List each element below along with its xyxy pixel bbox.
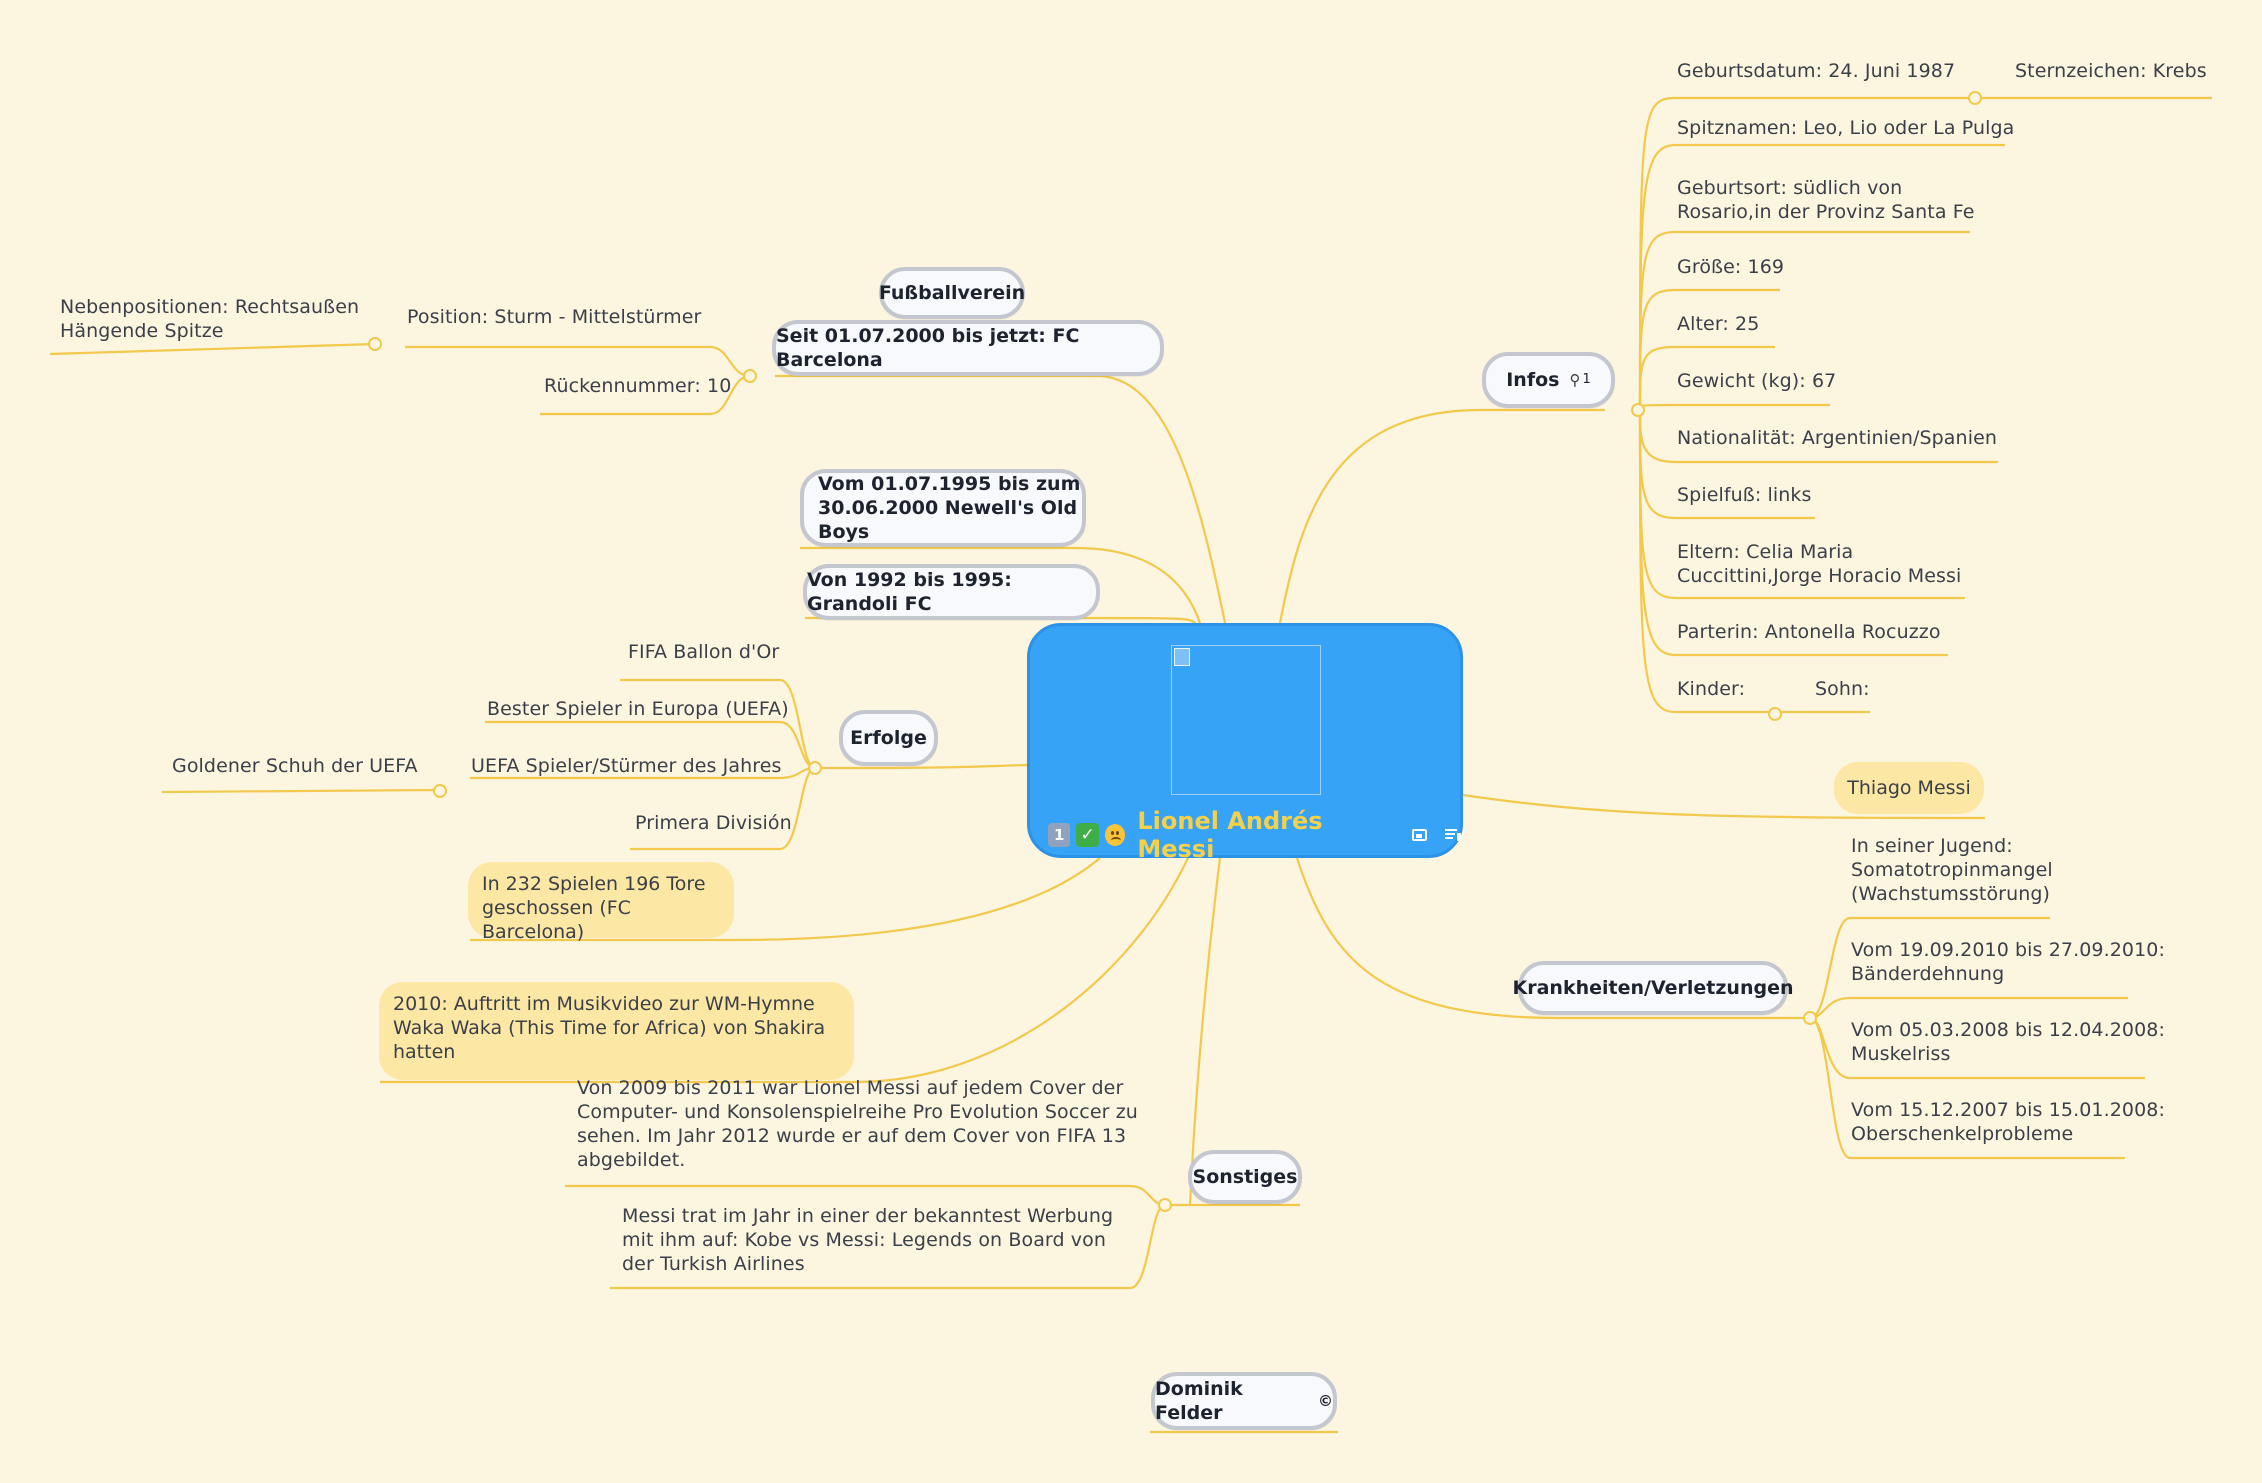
topic-goals[interactable]: In 232 Spielen 196 Tore geschossen (FC B… — [468, 862, 734, 943]
image-icon[interactable] — [1411, 829, 1428, 841]
club-position[interactable]: Position: Sturm - Mittelstürmer — [407, 306, 702, 328]
topic-grandoli[interactable]: Von 1992 bis 1995: Grandoli FC — [803, 564, 1100, 620]
topic-infos-label: Infos — [1506, 369, 1560, 391]
author-name: Dominik Felder — [1155, 1378, 1243, 1424]
info-son[interactable]: Sohn: — [1815, 678, 1870, 700]
info-height[interactable]: Größe: 169 — [1677, 256, 1785, 278]
misc-turkish-airlines[interactable]: Messi trat im Jahr in einer der bekannte… — [622, 1205, 1114, 1275]
topic-barcelona[interactable]: Seit 01.07.2000 bis jetzt: FC Barcelona — [772, 320, 1164, 376]
info-parents[interactable]: Eltern: Celia Maria Cuccittini,Jorge Hor… — [1677, 541, 1962, 587]
link-count: 1 — [1582, 372, 1591, 387]
sad-face-icon — [1104, 824, 1126, 846]
topic-misc[interactable]: Sonstiges — [1188, 1150, 1302, 1204]
topic-newells[interactable]: Vom 01.07.1995 bis zum 30.06.2000 Newell… — [800, 469, 1086, 547]
author-topic[interactable]: Dominik Felder © — [1151, 1372, 1337, 1430]
root-topic[interactable]: 1 ✓ Lionel Andrés Messi — [1027, 623, 1463, 863]
info-birthdate[interactable]: Geburtsdatum: 24. Juni 1987 — [1677, 60, 1956, 82]
topic-infos[interactable]: Infos ⚲ 1 — [1482, 352, 1615, 408]
info-nationality[interactable]: Nationalität: Argentinien/Spanien — [1677, 427, 1998, 449]
root-image-placeholder — [1171, 645, 1321, 795]
copyright-icon: © — [1318, 1392, 1333, 1410]
info-partner[interactable]: Parterin: Antonella Rocuzzo — [1677, 621, 1941, 643]
topic-club[interactable]: Fußballverein — [879, 267, 1025, 319]
broken-image-icon — [1174, 648, 1190, 666]
injury-2007[interactable]: Vom 15.12.2007 bis 15.01.2008: Oberschen… — [1851, 1099, 2165, 1145]
injury-youth[interactable]: In seiner Jugend: Somatotropinmangel (Wa… — [1851, 835, 2053, 905]
success-best-player-europe[interactable]: Bester Spieler in Europa (UEFA) — [487, 698, 789, 720]
success-golden-shoe[interactable]: Goldener Schuh der UEFA — [172, 755, 418, 777]
link-icon[interactable]: ⚲ — [1569, 371, 1581, 389]
success-uefa-player[interactable]: UEFA Spieler/Stürmer des Jahres — [471, 755, 782, 777]
info-birthplace[interactable]: Geburtsort: südlich von Rosario,in der P… — [1677, 177, 1975, 223]
check-icon: ✓ — [1076, 823, 1099, 847]
priority-1-icon: 1 — [1048, 823, 1071, 847]
info-children[interactable]: Kinder: — [1677, 678, 1746, 700]
notes-icon[interactable] — [1445, 828, 1462, 842]
info-zodiac[interactable]: Sternzeichen: Krebs — [2015, 60, 2207, 82]
club-number[interactable]: Rückennummer: 10 — [544, 375, 732, 397]
misc-pes-cover[interactable]: Von 2009 bis 2011 war Lionel Messi auf j… — [577, 1077, 1138, 1171]
club-secondary-positions[interactable]: Nebenpositionen: Rechtsaußen Hängende Sp… — [60, 296, 360, 342]
info-weight[interactable]: Gewicht (kg): 67 — [1677, 370, 1837, 392]
success-primera-division[interactable]: Primera División — [635, 812, 792, 834]
injury-2010[interactable]: Vom 19.09.2010 bis 27.09.2010: Bänderdeh… — [1851, 939, 2165, 985]
topic-waka-waka[interactable]: 2010: Auftritt im Musikvideo zur WM-Hymn… — [379, 982, 854, 1080]
topic-thiago[interactable]: Thiago Messi — [1834, 762, 1984, 814]
info-foot[interactable]: Spielfuß: links — [1677, 484, 1812, 506]
topic-success[interactable]: Erfolge — [839, 710, 938, 766]
injury-2008[interactable]: Vom 05.03.2008 bis 12.04.2008: Muskelris… — [1851, 1019, 2165, 1065]
info-age[interactable]: Alter: 25 — [1677, 313, 1760, 335]
topic-injuries[interactable]: Krankheiten/Verletzungen — [1513, 961, 1793, 1015]
root-title-row: 1 ✓ Lionel Andrés Messi — [1048, 807, 1462, 863]
info-nicknames[interactable]: Spitznamen: Leo, Lio oder La Pulga — [1677, 117, 2015, 139]
success-ballon-dor[interactable]: FIFA Ballon d'Or — [628, 641, 780, 663]
root-title: Lionel Andrés Messi — [1137, 807, 1323, 863]
